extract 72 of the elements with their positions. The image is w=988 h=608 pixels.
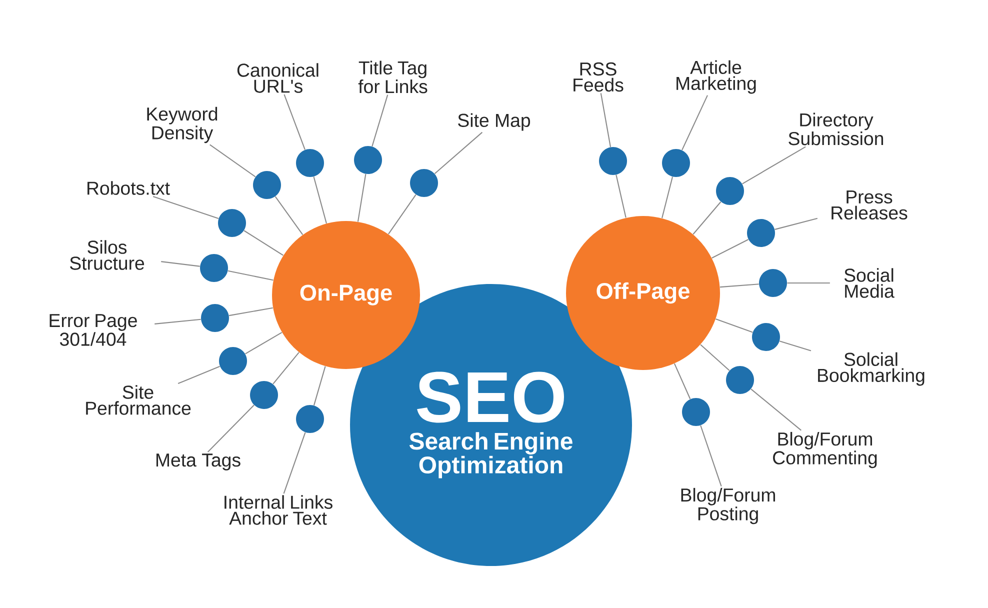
leader-line <box>774 218 818 230</box>
connector-line <box>245 332 282 354</box>
dot-marker <box>759 269 787 297</box>
leader-line <box>372 94 388 146</box>
leader-line <box>682 95 708 150</box>
spoke-label: Social Media <box>844 268 894 298</box>
leader-line <box>178 366 220 384</box>
connector-line <box>228 270 274 281</box>
leader-line <box>434 132 483 174</box>
leader-line <box>161 261 200 267</box>
spoke-label: Internal Links Anchor Text <box>224 495 332 525</box>
connector-line <box>274 196 304 235</box>
dot-marker <box>662 149 690 177</box>
spoke-label: Directory Submission <box>788 112 884 146</box>
connector-line <box>712 239 749 258</box>
connector-line <box>692 202 722 235</box>
leader-line <box>152 196 219 219</box>
leader-line <box>210 144 256 178</box>
dot-marker <box>747 219 775 247</box>
connector-line <box>700 344 730 371</box>
spoke-label: Press Releases <box>832 190 908 220</box>
leader-line <box>207 404 254 452</box>
spoke-label: RSS Feeds <box>574 62 624 92</box>
dot-marker <box>296 405 324 433</box>
spoke-label: Article Marketing <box>676 60 756 94</box>
connector-line <box>313 366 326 406</box>
leader-line <box>750 388 802 431</box>
dot-marker <box>218 209 246 237</box>
spoke-label: Blog/Forum Commenting <box>773 432 877 468</box>
dot-marker <box>219 347 247 375</box>
dot-marker <box>200 254 228 282</box>
connector-line <box>716 318 753 333</box>
connector-line <box>616 174 626 218</box>
connector-line <box>357 174 366 222</box>
dot-marker <box>599 147 627 175</box>
spoke-label: Solcial Bookmarking <box>818 352 924 386</box>
connector-line <box>272 352 300 384</box>
dot-marker <box>716 177 744 205</box>
spoke-label: Silos Structure <box>70 240 144 270</box>
connector-line <box>388 194 416 234</box>
leader-line <box>780 340 812 352</box>
spoke-label: Site Performance <box>86 385 191 415</box>
connector-line <box>662 176 674 218</box>
dot-marker <box>253 171 281 199</box>
spoke-label: Keyword Density <box>147 106 218 144</box>
dot-marker <box>726 366 754 394</box>
leader-line <box>700 425 722 487</box>
spoke-label: Canonical URL's <box>237 63 318 93</box>
dot-marker <box>410 169 438 197</box>
dot-marker <box>682 398 710 426</box>
spoke-label: Site Map <box>458 113 530 131</box>
dot-marker <box>354 146 382 174</box>
connector-line <box>720 284 759 288</box>
leader-line <box>154 318 201 324</box>
dot-marker <box>250 381 278 409</box>
spoke-label: Blog/Forum Posting <box>681 488 776 524</box>
dot-marker <box>296 149 324 177</box>
spoke-label: Title Tag for Links <box>358 60 428 94</box>
dot-marker <box>201 304 229 332</box>
leader-line <box>742 146 806 184</box>
leader-line <box>284 94 306 150</box>
spoke-label: Meta Tags <box>156 454 240 470</box>
connector-line <box>244 230 284 256</box>
spoke-label: Error Page 301/404 <box>50 314 137 346</box>
leader-line <box>283 432 306 494</box>
connector-line <box>674 363 691 400</box>
connector-line <box>228 307 273 316</box>
dot-marker <box>752 323 780 351</box>
spoke-label: Robots.txt <box>88 181 170 195</box>
leader-line <box>787 282 830 284</box>
connector-line <box>313 176 327 224</box>
leader-line <box>600 93 612 148</box>
